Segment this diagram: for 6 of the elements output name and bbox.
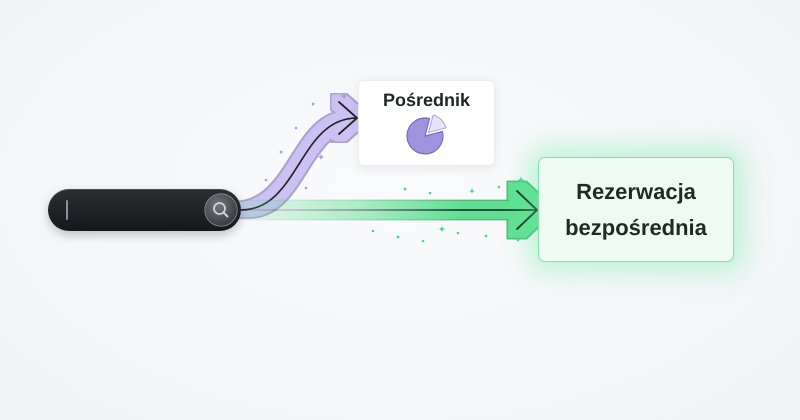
highlighted-card: [538, 157, 734, 262]
search-field: [48, 189, 241, 231]
arrow: [241, 190, 538, 230]
card: [358, 80, 495, 166]
card-title: Pośrednik: [382, 89, 470, 111]
card-title: Rezerwacja bezpośrednia: [564, 178, 708, 242]
